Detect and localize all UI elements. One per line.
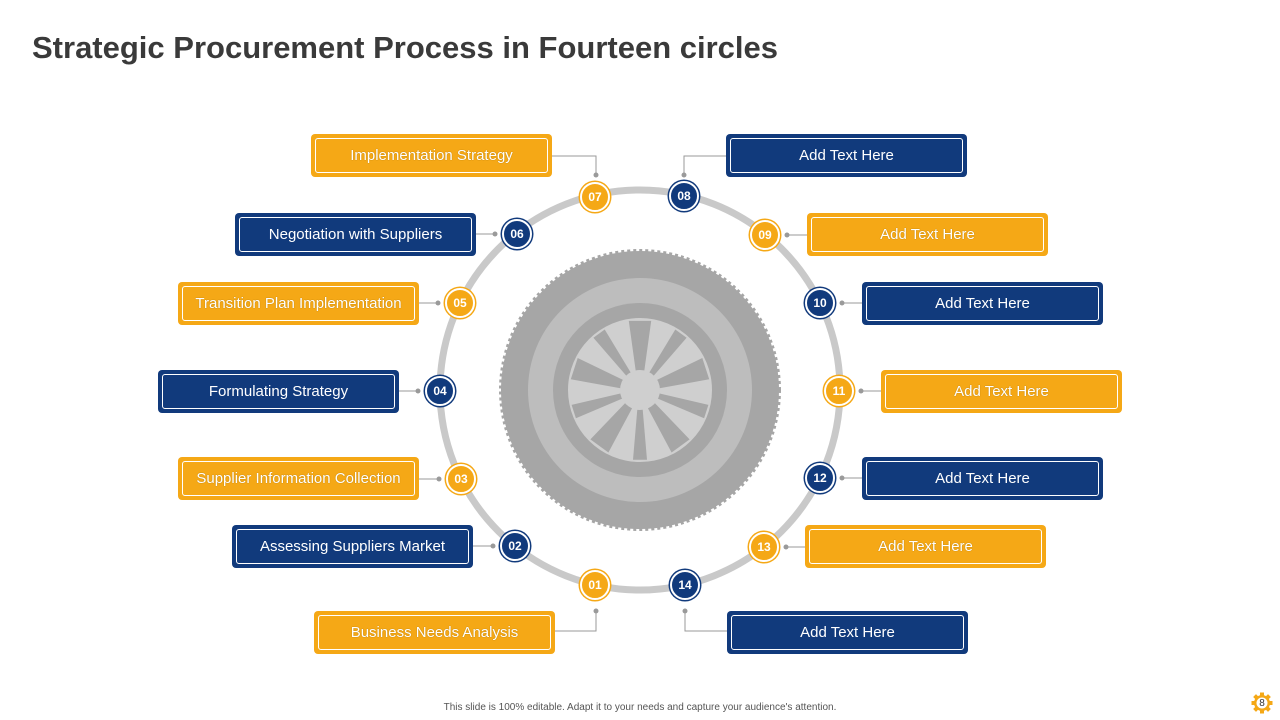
step-number-node: 12 [805,463,835,493]
connector-dot [593,172,599,178]
connector-dot [839,475,845,481]
step-label: Add Text Here [730,138,963,173]
step-label: Add Text Here [809,529,1042,564]
step-number-node: 06 [502,219,532,249]
step-label-box: Add Text Here [805,525,1046,568]
step-label: Add Text Here [885,374,1118,409]
slide-title: Strategic Procurement Process in Fourtee… [32,30,778,65]
step-label: Assessing Suppliers Market [236,529,469,564]
step-label-box: Add Text Here [881,370,1122,413]
step-label: Supplier Information Collection [182,461,415,496]
step-label: Business Needs Analysis [318,615,551,650]
step-number-node: 09 [750,220,780,250]
connector-dot [436,476,442,482]
step-label-box: Transition Plan Implementation [178,282,419,325]
page-number: 8 [1259,697,1265,709]
step-label-box: Add Text Here [862,282,1103,325]
wheel-hub [620,370,660,410]
wheel-spoke-gap [651,358,710,390]
step-number-node: 13 [749,532,779,562]
connector-dot [682,608,688,614]
wheel-spoke-gap [633,403,647,460]
wheel-spoke-gap [570,358,629,390]
step-label: Add Text Here [811,217,1044,252]
step-label-box: Add Text Here [862,457,1103,500]
step-number-node: 04 [425,376,455,406]
step-number-node: 08 [669,181,699,211]
connector-dot [492,231,498,237]
step-label-box: Add Text Here [727,611,968,654]
step-label-box: Formulating Strategy [158,370,399,413]
page-number-badge: 8 [1251,692,1273,714]
connector-dot [593,608,599,614]
step-number-node: 14 [670,570,700,600]
step-label: Transition Plan Implementation [182,286,415,321]
connector-line [684,611,727,632]
footer-note: This slide is 100% editable. Adapt it to… [443,702,837,713]
connector-dot [784,232,790,238]
connector-dot [490,543,496,549]
step-label-box: Assessing Suppliers Market [232,525,473,568]
tire-wheel-icon [499,249,781,531]
step-number-node: 07 [580,182,610,212]
connector-dot [415,388,421,394]
wheel-spoke-gap [646,329,687,381]
wheel-spoke-gap [571,392,628,419]
connector-dot [858,388,864,394]
wheel-spoke-gap [593,329,634,381]
step-number-node: 10 [805,288,835,318]
step-label-box: Business Needs Analysis [314,611,555,654]
step-label: Formulating Strategy [162,374,395,409]
connector-line [552,155,597,175]
step-label-box: Add Text Here [807,213,1048,256]
connector-dot [839,300,845,306]
connector-line [555,611,597,632]
connector-dot [783,544,789,550]
step-label: Implementation Strategy [315,138,548,173]
step-label-box: Add Text Here [726,134,967,177]
step-number-node: 02 [500,531,530,561]
step-number-node: 03 [446,464,476,494]
step-number-node: 05 [445,288,475,318]
step-label: Negotiation with Suppliers [239,217,472,252]
step-label: Add Text Here [866,286,1099,321]
wheel-spoke-gap [628,320,652,377]
connector-dot [681,172,687,178]
step-label: Add Text Here [731,615,964,650]
step-number-node: 01 [580,570,610,600]
wheel-spoke-gap [645,398,690,453]
step-label-box: Implementation Strategy [311,134,552,177]
connector-lines [399,155,881,632]
step-label-box: Supplier Information Collection [178,457,419,500]
step-number-node: 11 [824,376,854,406]
gear-icon [1251,692,1273,714]
step-label-box: Negotiation with Suppliers [235,213,476,256]
connector-line [683,155,726,175]
step-label: Add Text Here [866,461,1099,496]
wheel-spoke-gap [590,398,635,453]
wheel-spoke-gap [652,392,709,419]
connector-dot [435,300,441,306]
